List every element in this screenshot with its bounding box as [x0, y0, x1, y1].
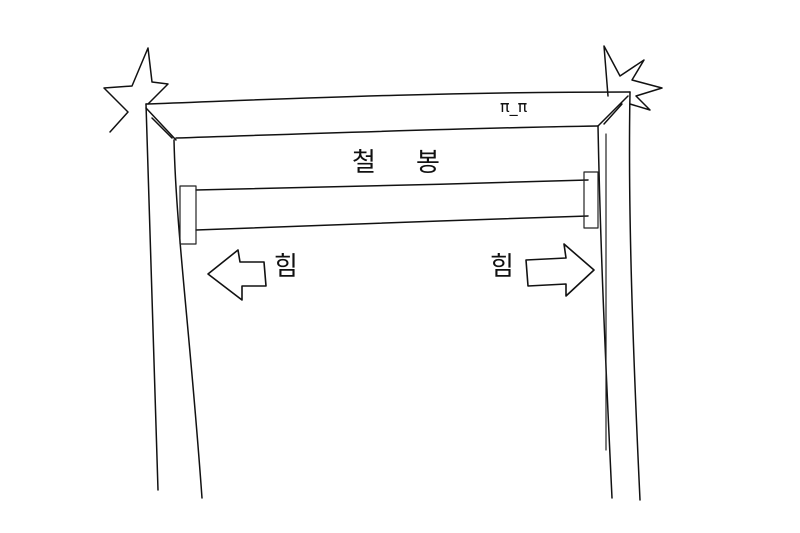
frame-left-inner [173, 139, 203, 499]
left-arrow-icon [207, 249, 267, 301]
force-label-left: 힘 [274, 252, 298, 282]
corner-right-miter [597, 95, 629, 127]
frame-right-outer [628, 91, 641, 501]
bar-top-edge [195, 179, 589, 191]
frame-top-outer [145, 91, 631, 105]
stress-burst-icon-right [603, 45, 663, 111]
bar-bottom-edge [195, 215, 589, 231]
bar-left-mount [179, 185, 197, 245]
stress-burst-icon-left [103, 47, 169, 133]
force-label-right: 힘 [490, 252, 514, 282]
bar-label-char-2: 봉 [416, 148, 440, 178]
emoticon-label: π_π [500, 97, 528, 116]
bar-right-mount [583, 171, 599, 229]
right-arrow-icon [525, 243, 595, 297]
frame-left-outer [145, 103, 159, 491]
frame-right-inner [597, 125, 613, 499]
corner-left-miter [145, 107, 177, 141]
bar-label-char-1: 철 [352, 148, 376, 178]
frame-top-inner [175, 125, 599, 139]
